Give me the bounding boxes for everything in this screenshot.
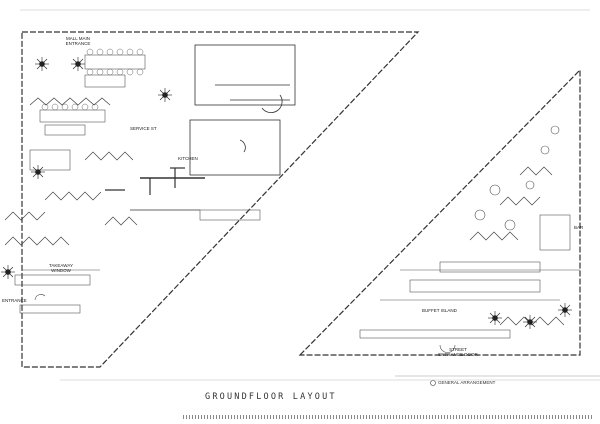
street-wing-outline [298, 68, 581, 356]
drawing-subtitle: GENERAL ARRANGEMENT [438, 380, 496, 385]
label-service-station: SERVICE ST [130, 126, 157, 131]
kitchen-door-swing [239, 139, 246, 153]
label-bar: BAR [574, 225, 584, 230]
service-door-swing [261, 94, 283, 113]
drawing-title: GROUNDFLOOR LAYOUT [205, 392, 337, 402]
mall-wing-outline [21, 31, 420, 368]
banquette-tables [39, 54, 146, 136]
title-block-marker [430, 380, 436, 386]
right-wing-furniture [359, 125, 580, 339]
plants [1, 57, 572, 329]
label-entrance: ENTRANCE [2, 298, 27, 303]
entrance-door-swings [34, 294, 456, 353]
chairs-row-1 [41, 48, 144, 111]
zigzag-booths-right [469, 166, 565, 326]
label-takeaway-window: TAKEAWAY WINDOW [48, 263, 73, 273]
label-buffet-island: BUFFET ISLAND [422, 308, 457, 313]
label-kitchen: KITCHEN [178, 156, 198, 161]
zigzag-booths-left [4, 97, 138, 246]
lower-left-furniture [14, 149, 261, 314]
title-hatch-bar [183, 415, 593, 419]
kitchen-partitions [105, 44, 296, 211]
label-street-entrance-door: STREET ENTRANCE DOOR [438, 347, 478, 357]
label-mall-main-entrance: MALL MAIN ENTRANCE [65, 36, 91, 46]
